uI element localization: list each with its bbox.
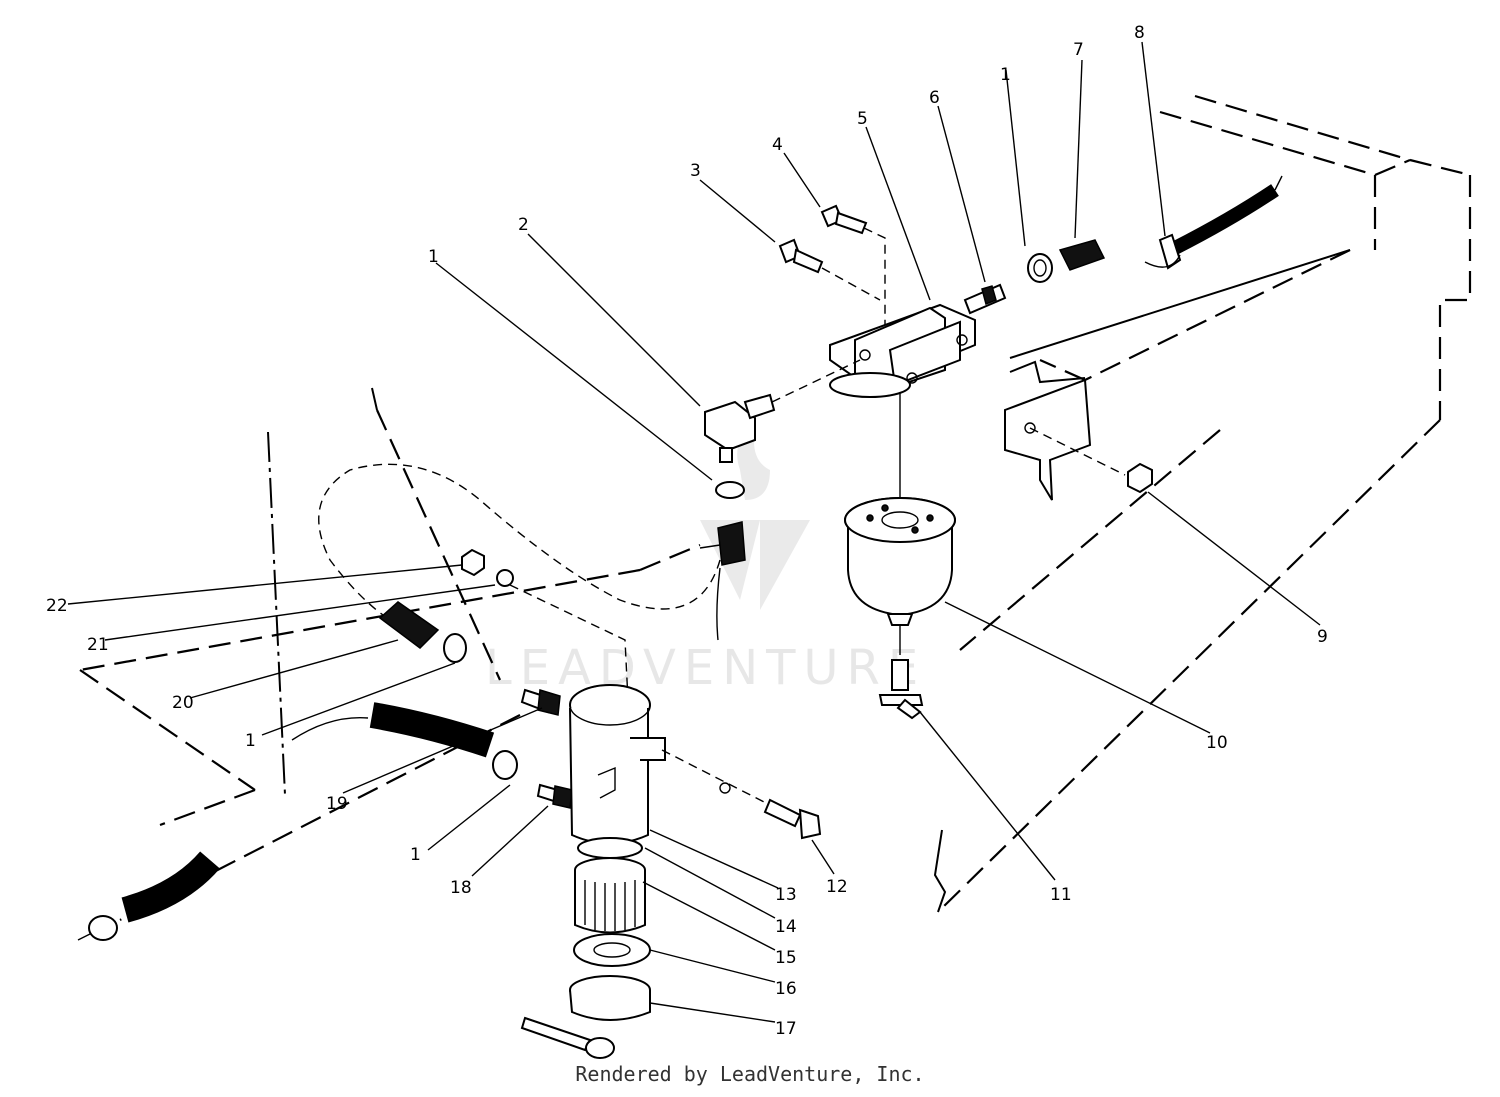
callout-16: 16 [775,979,797,999]
part-9-mount-bracket-and-nut [1004,378,1153,501]
part-22-nut [461,548,485,577]
part-6-fitting [963,283,1007,315]
part-1-hose-clamp-top [1027,253,1053,283]
callout-11: 11 [1050,885,1072,905]
part-1-hose-clamp-left [443,633,467,663]
part-13-gasket [577,837,643,859]
callout-labels: 1 2 3 4 5 6 1 7 8 9 10 11 12 13 14 15 16… [46,23,1328,1039]
part-8-hose-and-clip [1144,175,1283,270]
callout-2: 2 [518,215,529,235]
callout-19: 19 [326,794,348,814]
callout-1-b: 1 [1000,65,1011,85]
callout-21: 21 [87,635,109,655]
callout-4: 4 [772,135,783,155]
callout-13: 13 [775,885,797,905]
leader-lines [67,41,1321,1023]
part-3-bolt [778,238,881,301]
callout-22: 22 [46,596,68,616]
part-5-filter-head-bracket [829,303,976,398]
callout-10: 10 [1206,733,1228,753]
footer-credit: Rendered by LeadVenture, Inc. [575,1062,925,1086]
callout-7: 7 [1073,40,1084,60]
callout-1-d: 1 [245,731,256,751]
part-20-hose [378,601,440,649]
callout-9: 9 [1317,627,1328,647]
callout-20: 20 [172,693,194,713]
callout-12: 12 [826,877,848,897]
part-18-fitting [536,783,573,809]
frame-lines [79,94,1472,921]
watermark-logo [700,430,810,610]
part-19-fuel-hose [291,702,495,758]
part-10-filter-bowl [844,392,956,655]
callout-18: 18 [450,878,472,898]
part-1-hose-clamp-elbow [715,481,745,499]
callout-5: 5 [857,109,868,129]
part-2-elbow-fitting [704,359,861,463]
callout-8: 8 [1134,23,1145,43]
part-7-fuel-hose [1058,239,1106,271]
part-16-gasket-ring [573,933,651,967]
part-15-filter-element [574,857,646,934]
part-21-lock-washer [496,569,631,741]
part-1-hose-clamp-lower [492,750,518,780]
callout-6: 6 [929,88,940,108]
watermark-text: LEADVENTURE [485,640,926,696]
callout-1-a: 1 [428,247,439,267]
fitting-upper [520,688,561,716]
callout-3: 3 [690,161,701,181]
callout-1-c: 1 [410,845,421,865]
callout-15: 15 [775,948,797,968]
callout-14: 14 [775,917,797,937]
part-12-bolt [661,749,822,840]
filter-canister [569,684,666,845]
part-11-drain-valve [878,659,924,720]
part-17-retaining-ring [520,975,651,1059]
callout-17: 17 [775,1019,797,1039]
lower-hose [77,851,220,941]
hose-segment-elbow [699,521,746,641]
part-4-bolt [820,204,886,345]
